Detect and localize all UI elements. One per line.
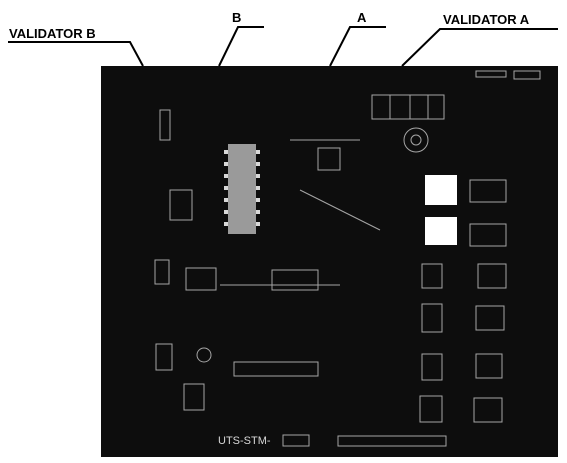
ic-block-top xyxy=(371,94,445,120)
centre-chip xyxy=(317,147,341,171)
top-right-marking xyxy=(475,70,507,78)
left-component-3 xyxy=(154,259,170,285)
callout-a: A xyxy=(357,10,367,25)
left-component-2 xyxy=(169,189,193,221)
mid-component xyxy=(271,269,319,291)
right-block-8 xyxy=(475,353,503,379)
trace-2 xyxy=(299,189,381,231)
callout-validator-a: VALIDATOR A xyxy=(443,12,530,27)
white-pad-lower xyxy=(425,217,457,245)
round-component xyxy=(403,127,429,153)
bottom-connector-box xyxy=(282,434,310,447)
right-block-4 xyxy=(477,263,507,289)
leader-b xyxy=(218,26,264,67)
right-block-2 xyxy=(469,223,507,247)
circuit-board xyxy=(101,66,558,457)
right-block-7 xyxy=(421,353,443,381)
bottom-left-component xyxy=(183,383,205,411)
ic-chip xyxy=(224,144,260,234)
left-component-4 xyxy=(185,267,217,291)
board-silkscreen xyxy=(154,70,541,447)
white-pad-upper xyxy=(425,175,457,205)
bottom-right-strip xyxy=(337,435,447,447)
callout-validator-b: VALIDATOR B xyxy=(9,26,96,41)
top-right-marking-2 xyxy=(513,70,541,80)
callout-b: B xyxy=(232,10,242,25)
right-block-9 xyxy=(419,395,443,423)
bottom-left-component-2 xyxy=(155,343,173,371)
bottom-left-round xyxy=(196,347,212,363)
callout-leaders xyxy=(8,26,558,67)
right-block-1 xyxy=(469,179,507,203)
leader-a xyxy=(329,26,386,67)
right-block-6 xyxy=(475,305,505,331)
ic-chip-body xyxy=(228,144,256,234)
bottom-connector-strip xyxy=(233,361,319,377)
board-connector-label: UTS-STM- xyxy=(218,435,271,447)
leader-validator-a xyxy=(401,28,558,67)
ic-chip-pins xyxy=(224,150,260,226)
right-block-10 xyxy=(473,397,503,423)
leader-validator-b xyxy=(8,41,144,67)
right-block-5 xyxy=(421,303,443,333)
left-component-1 xyxy=(159,109,171,141)
round-component-inner xyxy=(410,134,422,146)
right-block-3 xyxy=(421,263,443,289)
